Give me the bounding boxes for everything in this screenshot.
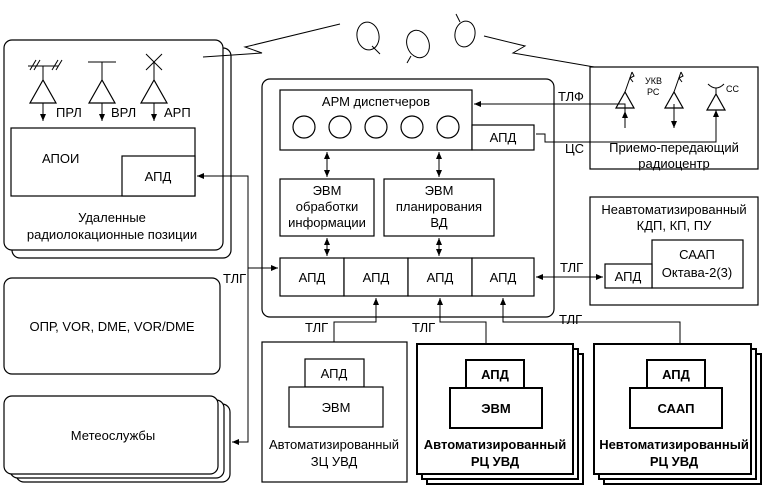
arp-label: АРП — [164, 105, 191, 120]
navaids-block: ОПР, VOR, DME, VOR/DME — [3, 277, 221, 375]
tlf-label: ТЛФ — [558, 89, 584, 104]
rc-auto-evm-box — [449, 387, 543, 429]
bottom-links: ТЛГ ТЛГ ТЛГ — [305, 298, 683, 358]
rc-manual-saap-label: СААП — [657, 401, 694, 416]
tlg-left-label: ТЛГ — [223, 271, 246, 286]
console-icon — [400, 115, 424, 139]
ukv-label: УКВ — [645, 76, 662, 86]
apd-row-4-label: АПД — [490, 270, 517, 285]
rc-auto-caption-2: РЦ УВД — [471, 454, 520, 469]
radio-caption-2: радиоцентр — [638, 156, 709, 171]
radio-links: ТЛФ ЦС — [474, 89, 719, 156]
evm1-line1: ЭВМ — [313, 183, 342, 198]
remote-apd-label: АПД — [145, 169, 172, 184]
left-links: ТЛГ — [197, 173, 278, 445]
console-icon — [436, 115, 460, 139]
prl-label: ПРЛ — [56, 105, 82, 120]
zc-evm-label: ЭВМ — [322, 400, 351, 415]
tlg-b1-label: ТЛГ — [305, 320, 328, 335]
apd-row-3-label: АПД — [427, 270, 454, 285]
tlg-b2-label: ТЛГ — [412, 320, 435, 335]
tlg-right-label: ТЛГ — [560, 260, 583, 275]
meteo-block: Метеослужбы — [3, 395, 231, 483]
zc-uvd-block: АПД ЭВМ Автоматизированный ЗЦ УВД — [261, 341, 408, 483]
ss-label: СС — [726, 84, 739, 94]
kdp-block: Неавтоматизированный КДП, КП, ПУ СААП Ок… — [589, 196, 759, 306]
saap-octava-line1: СААП — [679, 247, 715, 262]
saap-octava-line2: Октава-2(3) — [662, 265, 732, 280]
remote-radar-block: ПРЛ ВРЛ АРП АПОИ АПД Удаленные радиолока… — [3, 39, 232, 259]
rc-manual-block: АПД СААП Невтоматизированный РЦ УВД — [593, 343, 762, 485]
evm2-line1: ЭВМ — [425, 183, 454, 198]
remote-caption-2: радиолокационные позиции — [27, 227, 197, 242]
zc-caption-1: Автоматизированный — [269, 437, 399, 452]
apd-row-1-label: АПД — [299, 270, 326, 285]
kdp-caption-2: КДП, КП, ПУ — [637, 218, 712, 233]
apd-row-3 — [407, 257, 473, 297]
antenna-arp-icon — [139, 53, 169, 121]
apoi-label: АПОИ — [42, 151, 79, 166]
rc-manual-caption-1: Невтоматизированный — [599, 437, 749, 452]
rc-auto-caption-1: Автоматизированный — [424, 437, 566, 452]
apd-row-4 — [471, 257, 535, 297]
kdp-apd-label: АПД — [615, 269, 642, 284]
kdp-apd-box — [604, 263, 653, 289]
rc-auto-apd-box — [465, 359, 525, 389]
tlg-b3-label: ТЛГ — [559, 312, 582, 327]
console-icon — [292, 115, 316, 139]
apd-row-2-label: АПД — [363, 270, 390, 285]
aircraft-icon — [356, 13, 476, 64]
zc-evm-box — [288, 386, 384, 428]
evm2-line3: ВД — [430, 215, 447, 230]
antenna-prl-icon — [28, 59, 63, 121]
rs-label: РС — [647, 87, 660, 97]
zc-apd-box — [304, 358, 365, 388]
saap-octava-box — [651, 239, 744, 289]
remote-caption-1: Удаленные — [78, 210, 146, 225]
arm-label: АРМ диспетчеров — [322, 94, 430, 109]
radio-caption-1: Приемо-передающий — [609, 140, 739, 155]
rc-auto-apd-label: АПД — [481, 367, 510, 382]
radio-link — [202, 23, 601, 69]
meteo-label: Метеослужбы — [71, 428, 155, 443]
remote-apd-box — [121, 155, 196, 197]
navaids-label: ОПР, VOR, DME, VOR/DME — [29, 319, 194, 334]
evm1-line2: обработки — [296, 199, 358, 214]
evm2-line2: планирования — [396, 199, 482, 214]
evm1-line3: информации — [288, 215, 366, 230]
evm-processing-box — [279, 178, 375, 237]
cs-label: ЦС — [565, 141, 584, 156]
rc-manual-apd-label: АПД — [662, 367, 691, 382]
zc-caption-2: ЗЦ УВД — [311, 454, 358, 469]
rc-manual-saap-box — [629, 387, 723, 429]
rc-auto-block: АПД ЭВМ Автоматизированный РЦ УВД — [416, 343, 584, 485]
console-icon — [328, 115, 352, 139]
console-icon — [364, 115, 388, 139]
evm-planning-box — [383, 178, 495, 237]
antenna-vrl-icon — [87, 61, 117, 121]
center-block: АРМ диспетчеров АПД ЭВМ обработки информ… — [261, 78, 555, 318]
arm-apd-label: АПД — [490, 130, 517, 145]
vrl-label: ВРЛ — [111, 105, 136, 120]
zc-apd-label: АПД — [321, 366, 348, 381]
rc-auto-evm-label: ЭВМ — [481, 401, 510, 416]
rc-manual-caption-2: РЦ УВД — [650, 454, 699, 469]
apd-row-2 — [343, 257, 409, 297]
kdp-caption-1: Неавтоматизированный — [601, 202, 746, 217]
arm-apd-box — [471, 124, 535, 151]
